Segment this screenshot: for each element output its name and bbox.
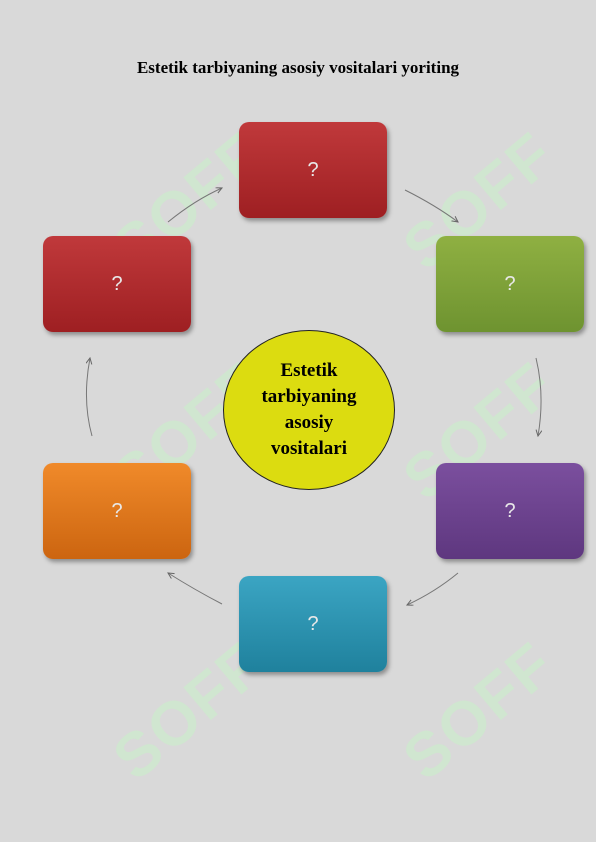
arrow-6 <box>86 358 93 437</box>
center-circle: Estetik tarbiyaning asosiy vositalari <box>223 330 395 490</box>
center-line: Estetik <box>280 360 338 381</box>
cycle-box-4: ? <box>239 576 387 672</box>
cycle-box-6: ? <box>43 236 191 332</box>
arrow-2 <box>404 189 458 222</box>
box-label: ? <box>307 612 319 635</box>
arrow-1 <box>167 188 222 223</box>
center-line: tarbiyaning <box>261 386 357 407</box>
box-label: ? <box>111 499 123 522</box>
cycle-box-5: ? <box>43 463 191 559</box>
box-label: ? <box>504 499 516 522</box>
center-line: asosiy <box>284 412 334 433</box>
box-label: ? <box>111 272 123 295</box>
cycle-box-1: ? <box>239 122 387 218</box>
arrow-3 <box>535 357 541 436</box>
center-line: vositalari <box>271 438 347 459</box>
arrow-4 <box>407 572 459 605</box>
box-label: ? <box>307 158 319 181</box>
box-label: ? <box>504 272 516 295</box>
arrow-5 <box>168 573 223 605</box>
page-title: Estetik tarbiyaning asosiy vositalari yo… <box>136 58 460 77</box>
cycle-box-2: ? <box>436 236 584 332</box>
cycle-box-3: ? <box>436 463 584 559</box>
